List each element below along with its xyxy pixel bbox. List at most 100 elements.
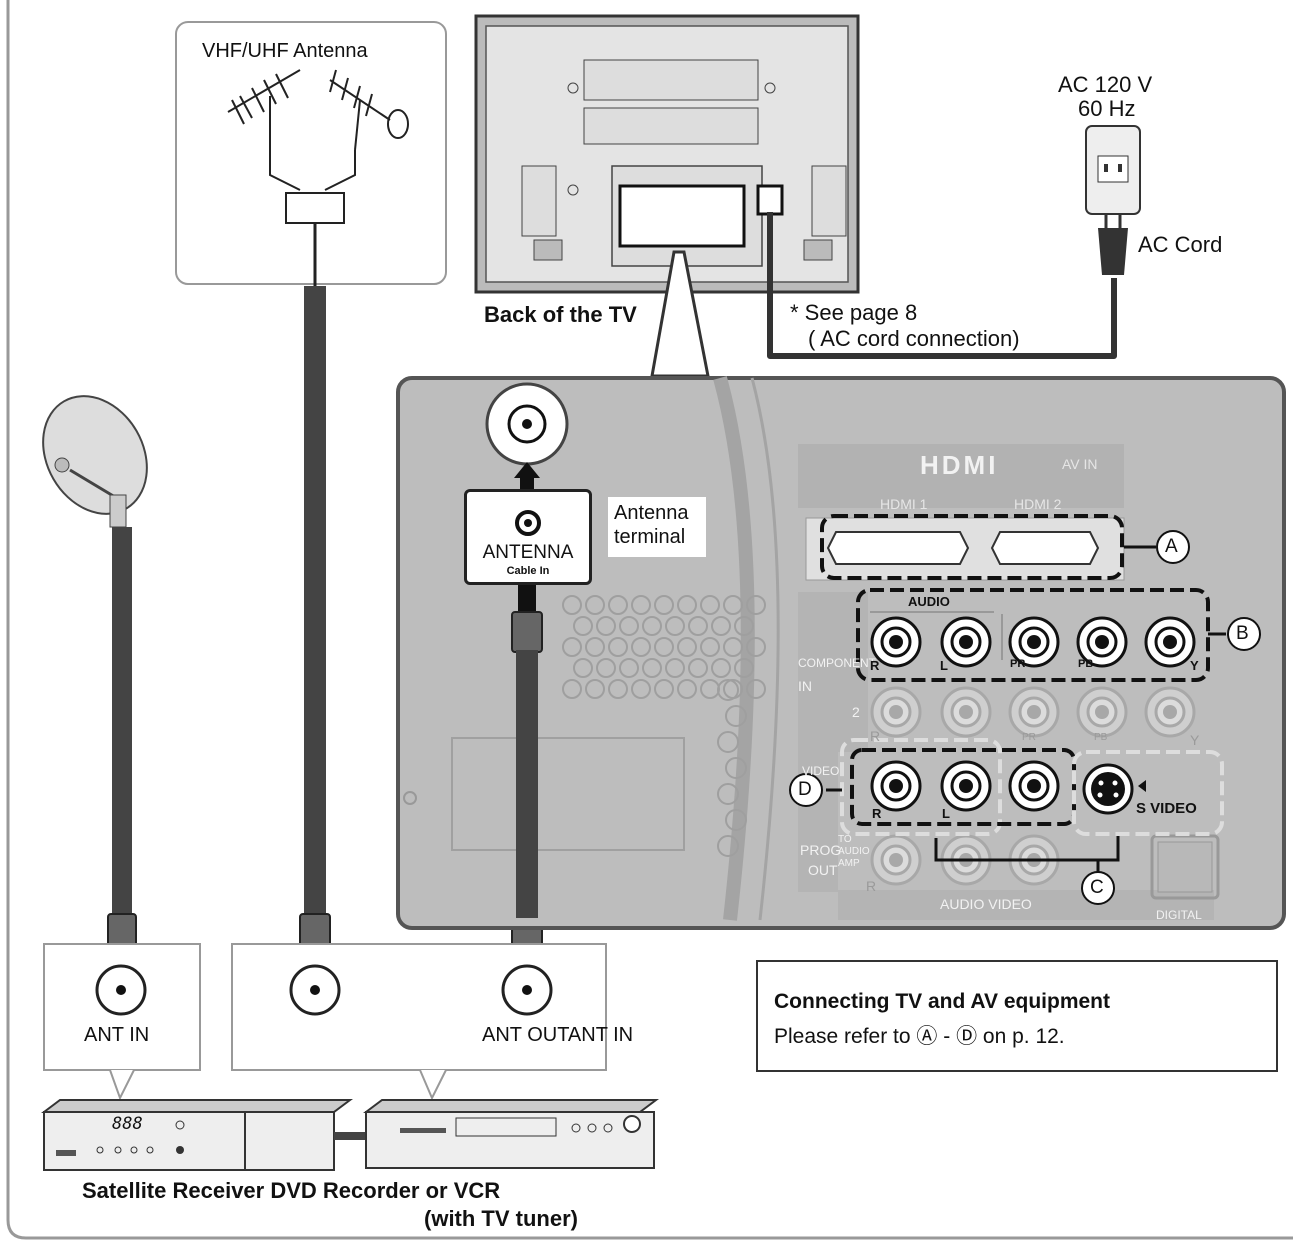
antenna-terminal-line1: Antenna bbox=[614, 502, 689, 524]
vent-hole bbox=[573, 616, 593, 636]
group-c-outline bbox=[850, 748, 1076, 826]
reference-title: Connecting TV and AV equipment bbox=[774, 990, 1110, 1013]
vent-hole bbox=[631, 679, 651, 699]
marker-d-circle bbox=[789, 773, 823, 807]
antenna-terminal-line2: terminal bbox=[614, 526, 686, 548]
marker-c-circle bbox=[1081, 871, 1115, 905]
pb-label-row2: PB bbox=[1094, 732, 1108, 743]
audio-label: AUDIO bbox=[908, 594, 950, 609]
vent-hole bbox=[746, 637, 766, 657]
marker-d: D bbox=[798, 779, 812, 800]
coax-terminal-icon bbox=[515, 510, 541, 536]
antenna-label: ANTENNA bbox=[482, 542, 574, 563]
vent-hole bbox=[654, 679, 674, 699]
y-label-row1: Y bbox=[1190, 658, 1199, 673]
r-label-row4: R bbox=[866, 878, 877, 894]
pr-label-row1: PR bbox=[1010, 658, 1026, 670]
vent-hole bbox=[654, 595, 674, 615]
r-label-row3: R bbox=[872, 806, 882, 821]
r-label-row1: R bbox=[870, 658, 880, 673]
vent-hole bbox=[631, 637, 651, 657]
vent-hole bbox=[723, 595, 743, 615]
group-c-bracket bbox=[934, 836, 1120, 862]
receiver-display: 888 bbox=[112, 1114, 143, 1134]
pb-label-row1: PB bbox=[1078, 658, 1094, 670]
reference-box: Connecting TV and AV equipment Please re… bbox=[756, 960, 1278, 1072]
vent-hole bbox=[585, 679, 605, 699]
vent-hole bbox=[725, 809, 747, 831]
vent-hole bbox=[688, 658, 708, 678]
rca-jack bbox=[940, 686, 992, 738]
y-label-row2: Y bbox=[1190, 732, 1200, 748]
vent-hole bbox=[723, 637, 743, 657]
ant-out-ant-in-label: ANT OUTANT IN bbox=[482, 1024, 634, 1046]
vent-hole bbox=[585, 637, 605, 657]
vent-hole bbox=[562, 595, 582, 615]
out-label: OUT bbox=[808, 862, 838, 878]
pr-label-row2: PR bbox=[1022, 732, 1036, 743]
vent-hole bbox=[665, 616, 685, 636]
vent-hole bbox=[688, 616, 708, 636]
reference-text: Please refer to Ⓐ - Ⓓ on p. 12. bbox=[774, 1025, 1065, 1048]
dvd-recorder-icon bbox=[363, 1099, 659, 1169]
rca-jack bbox=[1144, 616, 1196, 668]
vent-hole bbox=[642, 658, 662, 678]
vent-hole bbox=[631, 595, 651, 615]
rca-jack bbox=[870, 616, 922, 668]
marker-c: C bbox=[1090, 877, 1104, 898]
back-of-tv-label: Back of the TV bbox=[484, 302, 637, 327]
prog-label: PROG bbox=[800, 842, 842, 858]
satellite-receiver-icon bbox=[41, 1099, 353, 1171]
vent-hole bbox=[608, 637, 628, 657]
antenna-terminal-cable bbox=[516, 650, 538, 918]
vent-hole bbox=[725, 757, 747, 779]
circled-markers bbox=[789, 530, 1261, 905]
group-b-outline bbox=[856, 588, 1210, 682]
rca-jack bbox=[1076, 616, 1128, 668]
marker-b-circle bbox=[1227, 617, 1261, 651]
ac-outlet-icon bbox=[1085, 125, 1141, 275]
satellite-cable bbox=[112, 527, 132, 927]
av-in-label: AV IN bbox=[1062, 456, 1098, 472]
vent-grille bbox=[562, 595, 766, 857]
r-label-row2: R bbox=[870, 728, 881, 744]
marker-a: A bbox=[1165, 536, 1178, 557]
vent-hole bbox=[619, 658, 639, 678]
vent-hole bbox=[734, 616, 754, 636]
vent-hole bbox=[585, 595, 605, 615]
vent-hole bbox=[596, 658, 616, 678]
vhf-uhf-antenna-label: VHF/UHF Antenna bbox=[202, 40, 368, 62]
vent-hole bbox=[642, 616, 662, 636]
with-tv-tuner-caption: (with TV tuner) bbox=[424, 1206, 578, 1231]
vent-hole bbox=[677, 679, 697, 699]
rca-jack bbox=[1008, 686, 1060, 738]
vent-hole bbox=[734, 658, 754, 678]
ant-in-left-label: ANT IN bbox=[84, 1024, 150, 1046]
l-label-row3: L bbox=[942, 806, 950, 821]
vent-hole bbox=[717, 731, 739, 753]
hdmi2-label: HDMI 2 bbox=[1014, 496, 1062, 512]
antenna-illustration-box bbox=[175, 21, 447, 285]
vent-hole bbox=[677, 637, 697, 657]
antenna-terminal-box: ANTENNA Cable In bbox=[464, 489, 592, 585]
vent-hole bbox=[717, 783, 739, 805]
vent-hole bbox=[562, 637, 582, 657]
cable-in-label: Cable In bbox=[506, 565, 550, 577]
hdmi-logo: HDMI bbox=[920, 450, 999, 480]
vent-hole bbox=[700, 637, 720, 657]
rca-jack bbox=[1144, 686, 1196, 738]
vent-hole bbox=[573, 658, 593, 678]
s-video-label: S VIDEO bbox=[1136, 800, 1197, 817]
ac-cord bbox=[767, 212, 1117, 359]
ac-frequency-label: 60 Hz bbox=[1078, 96, 1136, 121]
rca-jacks bbox=[870, 616, 1196, 886]
marker-a-circle bbox=[1156, 530, 1190, 564]
rca-jack bbox=[940, 616, 992, 668]
audio-video-label: AUDIO VIDEO bbox=[940, 896, 1032, 912]
antenna-terminal-label: Antenna terminal bbox=[608, 497, 706, 557]
tv-back-illustration bbox=[474, 14, 860, 294]
ac-cord-connection-label: ( AC cord connection) bbox=[808, 326, 1020, 351]
rca-jack bbox=[870, 760, 922, 812]
in-label: IN bbox=[798, 678, 812, 694]
